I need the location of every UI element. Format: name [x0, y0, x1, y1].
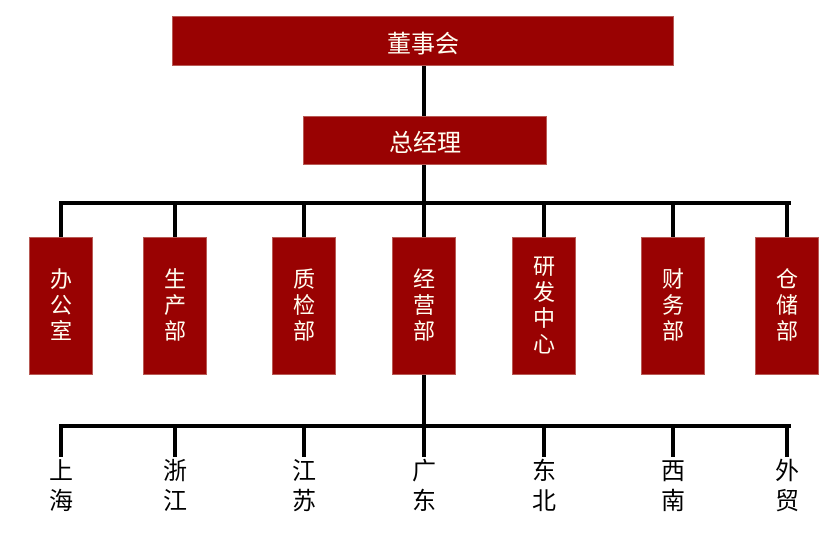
connector-tick-warehouse — [785, 201, 789, 238]
node-dept-warehouse-label: 仓储部 — [775, 267, 798, 344]
connector-tick-northeast — [542, 424, 546, 457]
connector-tick-jiangsu — [302, 424, 306, 457]
node-dept-business-label: 经营部 — [412, 267, 435, 344]
node-dept-warehouse: 仓储部 — [755, 237, 819, 375]
node-dept-office-label: 办公室 — [49, 267, 72, 344]
connector-gm-bus — [422, 165, 426, 203]
region-label-shanghai: 上海 — [49, 458, 73, 515]
node-board-label: 董事会 — [387, 30, 459, 58]
node-board: 董事会 — [172, 16, 674, 66]
connector-tick-foreign-trade — [785, 424, 789, 457]
connector-tick-production — [173, 201, 177, 238]
node-dept-rnd-center-label: 研发中心 — [532, 254, 555, 357]
connector-tick-office — [59, 201, 63, 238]
connector-tick-shanghai — [59, 424, 63, 457]
node-dept-business: 经营部 — [392, 237, 456, 375]
connector-tick-rnd — [542, 201, 546, 238]
connector-tick-quality — [302, 201, 306, 238]
region-label-southwest: 西南 — [661, 458, 685, 515]
connector-business-bus — [422, 374, 426, 426]
node-general-manager: 总经理 — [303, 116, 547, 165]
node-general-manager-label: 总经理 — [389, 130, 461, 157]
node-dept-rnd-center: 研发中心 — [512, 237, 576, 375]
connector-tick-business — [422, 201, 426, 238]
connector-board-gm — [422, 66, 426, 116]
node-dept-finance: 财务部 — [641, 237, 705, 375]
node-dept-quality-label: 质检部 — [292, 267, 315, 344]
region-label-northeast: 东北 — [532, 458, 556, 515]
region-label-guangdong: 广东 — [412, 458, 436, 515]
region-label-jiangsu: 江苏 — [292, 458, 316, 515]
node-dept-quality: 质检部 — [272, 237, 336, 375]
node-dept-office: 办公室 — [29, 237, 93, 375]
node-dept-finance-label: 财务部 — [661, 267, 684, 344]
connector-tick-guangdong — [422, 424, 426, 457]
region-label-foreign-trade: 外贸 — [775, 458, 799, 515]
node-dept-production-label: 生产部 — [163, 267, 186, 344]
region-label-zhejiang: 浙江 — [163, 458, 187, 515]
node-dept-production: 生产部 — [143, 237, 207, 375]
connector-tick-southwest — [671, 424, 675, 457]
connector-tick-zhejiang — [173, 424, 177, 457]
connector-tick-finance — [671, 201, 675, 238]
